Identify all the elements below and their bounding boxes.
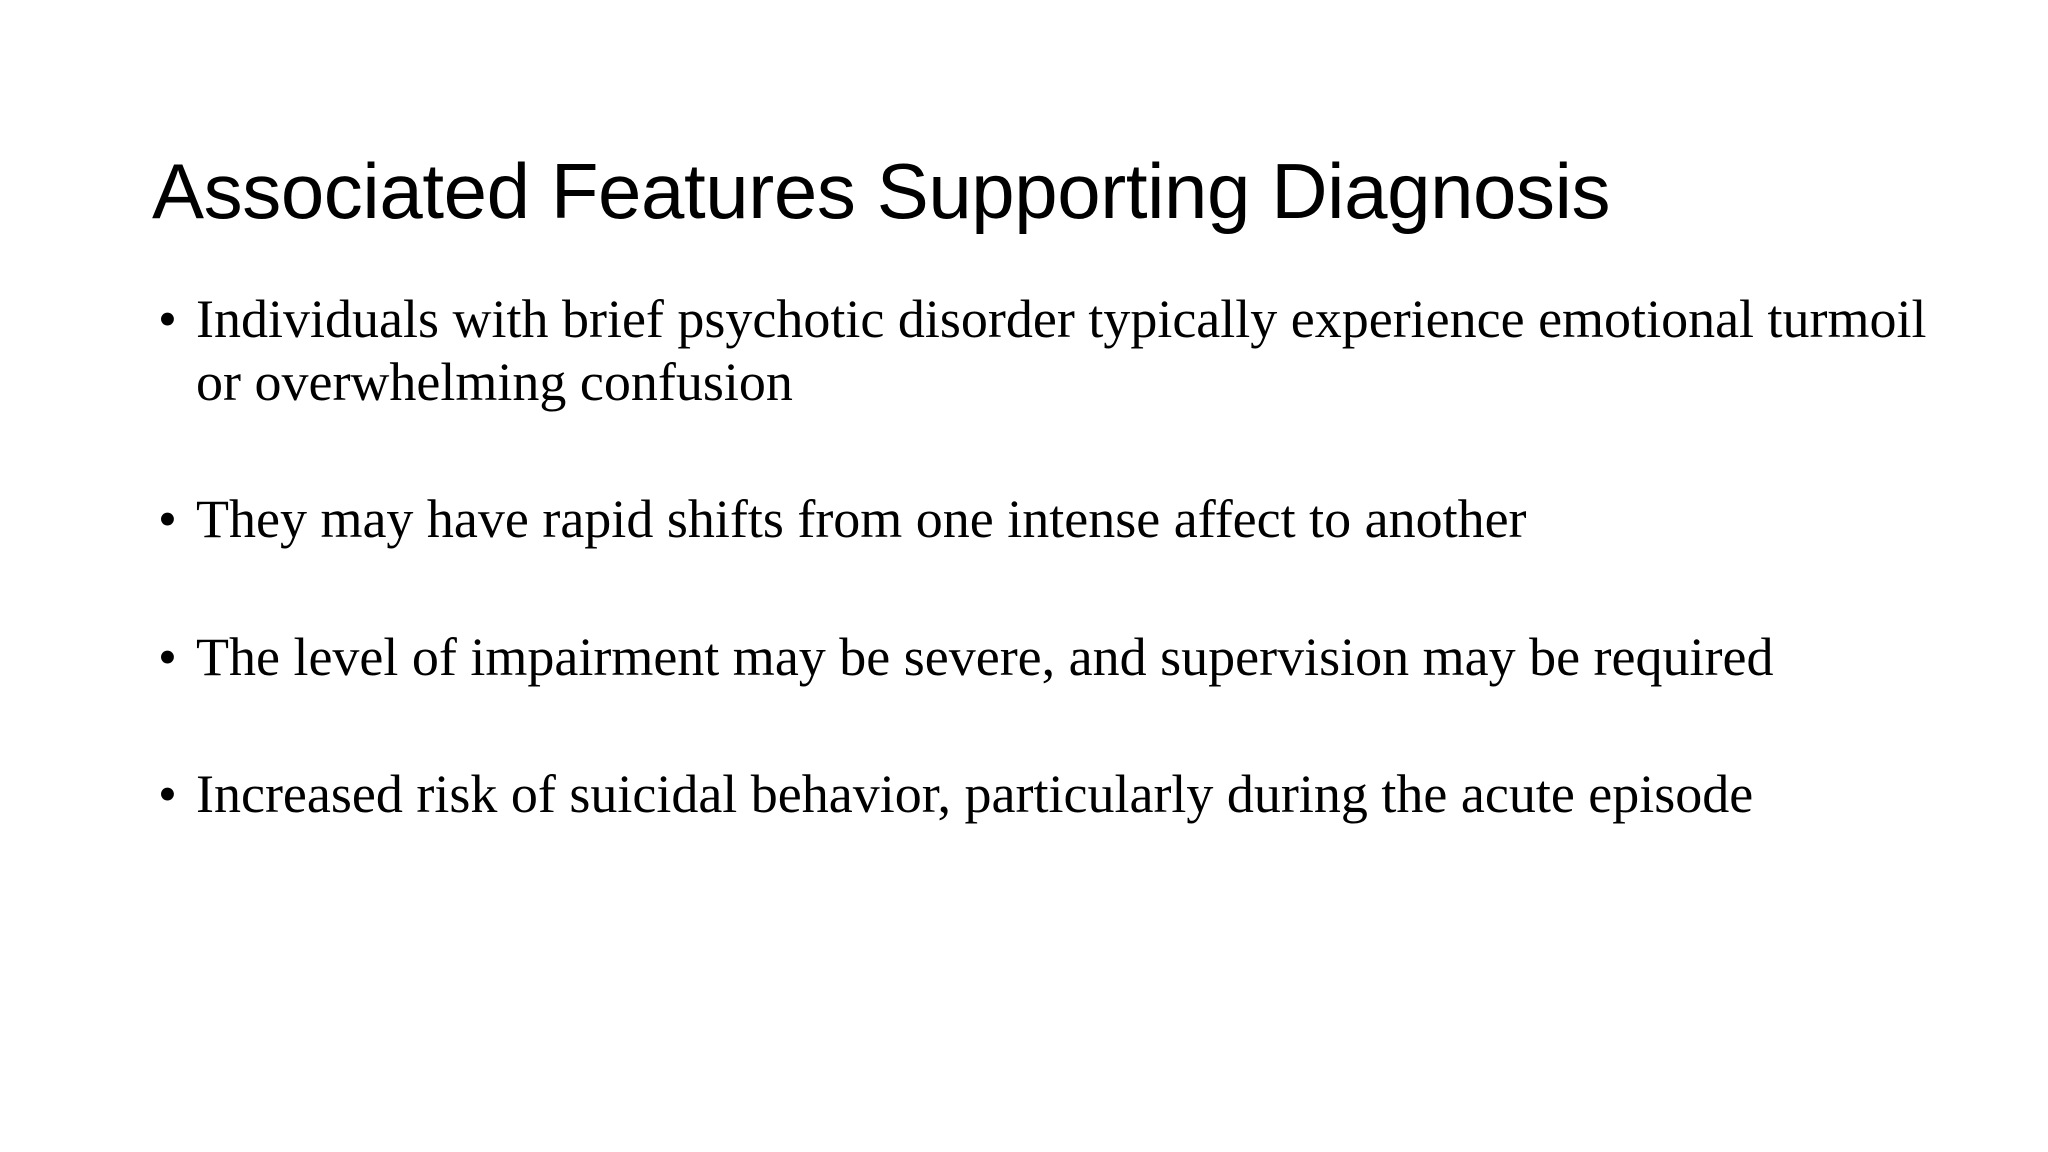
bullet-item-text: The level of impairment may be severe, a…	[196, 626, 1774, 687]
bullet-list: • Individuals with brief psychotic disor…	[152, 288, 1942, 826]
bullet-item-text: Individuals with brief psychotic disorde…	[196, 289, 1927, 413]
bullet-point-icon: •	[158, 489, 177, 550]
bullet-item-text: Increased risk of suicidal behavior, par…	[196, 763, 1754, 824]
bullet-point-icon: •	[158, 626, 177, 687]
bullet-list-item: • They may have rapid shifts from one in…	[152, 488, 1942, 551]
bullet-point-icon: •	[158, 289, 177, 349]
bullet-list-item: • Increased risk of suicidal behavior, p…	[152, 763, 1942, 826]
bullet-item-text: They may have rapid shifts from one inte…	[196, 489, 1527, 550]
bullet-list-item: • The level of impairment may be severe,…	[152, 626, 1942, 689]
slide-title: Associated Features Supporting Diagnosis	[152, 147, 1611, 236]
bullet-point-icon: •	[158, 763, 177, 824]
bullet-list-item: • Individuals with brief psychotic disor…	[152, 288, 1942, 414]
